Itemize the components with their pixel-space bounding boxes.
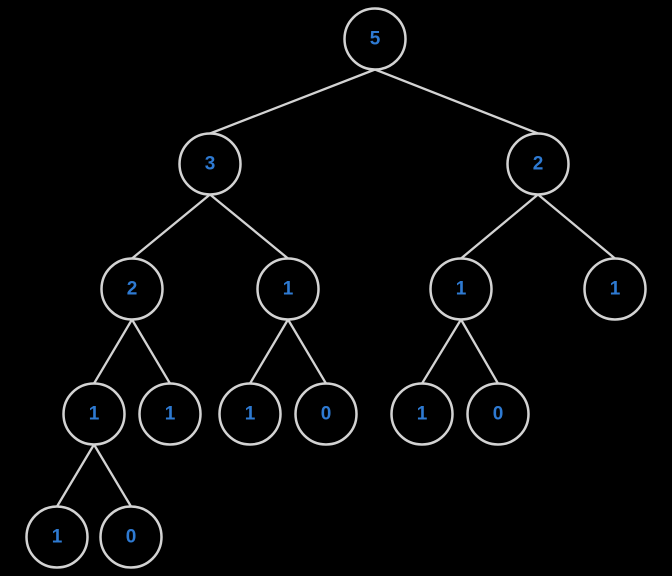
tree-node-circle — [506, 132, 570, 196]
tree-node-circle — [99, 505, 163, 569]
tree-node: 1 — [583, 257, 647, 321]
tree-node-circle — [256, 257, 320, 321]
tree-node-value: 1 — [165, 404, 176, 425]
tree-node-circle — [62, 382, 126, 446]
tree-node-circle — [138, 382, 202, 446]
tree-edge — [93, 443, 132, 508]
tree-node-circle — [218, 382, 282, 446]
tree-node-circle — [466, 382, 530, 446]
tree-node-value: 1 — [610, 279, 621, 300]
tree-node-circle — [429, 257, 493, 321]
tree-edge — [287, 318, 327, 385]
tree-node-value: 1 — [89, 404, 100, 425]
tree-node-circle — [583, 257, 647, 321]
tree-node-value: 1 — [283, 279, 294, 300]
tree-node: 0 — [99, 505, 163, 569]
tree-node: 0 — [294, 382, 358, 446]
tree-node: 2 — [100, 257, 164, 321]
tree-node-circle — [100, 257, 164, 321]
tree-node-circle — [178, 132, 242, 196]
tree-edge — [249, 318, 289, 385]
tree-edge — [131, 193, 211, 260]
tree-node-value: 1 — [245, 404, 256, 425]
tree-edge — [537, 193, 616, 260]
tree-edge — [209, 68, 376, 135]
tree-node-value: 0 — [493, 404, 504, 425]
tree-edge — [131, 318, 171, 385]
tree-edge — [93, 318, 133, 385]
tree-node: 1 — [256, 257, 320, 321]
tree-node-value: 1 — [456, 279, 467, 300]
tree-node: 1 — [25, 505, 89, 569]
tree-node-value: 0 — [321, 404, 332, 425]
tree-node: 1 — [429, 257, 493, 321]
tree-edge — [209, 193, 289, 260]
tree-node: 3 — [178, 132, 242, 196]
tree-node-value: 3 — [205, 154, 216, 175]
tree-node: 1 — [62, 382, 126, 446]
tree-node-circle — [25, 505, 89, 569]
tree-edge — [460, 193, 539, 260]
tree-node-value: 0 — [126, 527, 137, 548]
tree-edge — [460, 318, 499, 385]
tree-node: 1 — [390, 382, 454, 446]
tree-edge — [56, 443, 95, 508]
tree-node-value: 2 — [127, 279, 138, 300]
tree-node: 1 — [218, 382, 282, 446]
tree-node-value: 5 — [370, 29, 381, 50]
tree-edge — [374, 68, 539, 135]
tree-node: 2 — [506, 132, 570, 196]
tree-node-circle — [343, 7, 407, 71]
tree-node-value: 2 — [533, 154, 544, 175]
tree-node: 0 — [466, 382, 530, 446]
tree-node-circle — [294, 382, 358, 446]
tree-node: 5 — [343, 7, 407, 71]
tree-node-circle — [390, 382, 454, 446]
tree-node-value: 1 — [417, 404, 428, 425]
tree-node: 1 — [138, 382, 202, 446]
tree-node-value: 1 — [52, 527, 63, 548]
tree-edge — [421, 318, 462, 385]
